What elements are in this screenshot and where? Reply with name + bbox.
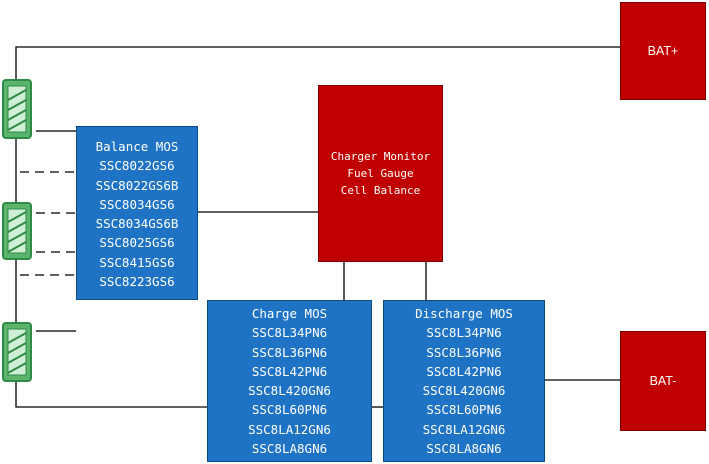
discharge-mos-part: SSC8L60PN6: [426, 402, 502, 418]
balance-mos-part: SSC8022GS6B: [95, 177, 179, 193]
controller-line: Cell Balance: [340, 184, 421, 197]
bat-plus-wire: [15, 46, 620, 80]
charge-mos-part: SSC8L34PN6: [251, 325, 328, 341]
charge-mos-box: Charge MOS SSC8L34PN6 SSC8L36PN6 SSC8L42…: [207, 300, 372, 462]
discharge-mos-part: SSC8LA8GN6: [426, 441, 502, 457]
discharge-mos-part: SSC8L420GN6: [422, 383, 506, 399]
bat-minus-label: BAT-: [649, 374, 677, 388]
controller-line: Charger Monitor: [330, 150, 431, 163]
bat-plus-terminal: BAT+: [620, 2, 706, 100]
charge-mos-title: Charge MOS: [251, 306, 328, 321]
battery-cell-icon: [2, 202, 32, 260]
charge-mos-part: SSC8LA12GN6: [248, 421, 331, 437]
charge-mos-part: SSC8L42PN6: [251, 363, 328, 379]
balance-mos-box: Balance MOS SSC8022GS6 SSC8022GS6B SSC80…: [76, 126, 198, 300]
charge-mos-part: SSC8L420GN6: [248, 383, 331, 399]
discharge-mos-part: SSC8L42PN6: [426, 363, 502, 379]
controller-box: Charger Monitor Fuel Gauge Cell Balance: [318, 85, 443, 262]
balance-mos-part: SSC8415GS6: [99, 254, 175, 270]
bat-plus-label: BAT+: [647, 44, 679, 58]
balance-mos-part: SSC8034GS6: [99, 196, 175, 212]
discharge-mos-part: SSC8L34PN6: [426, 325, 502, 341]
charge-mos-part: SSC8L60PN6: [251, 402, 328, 418]
controller-line: Fuel Gauge: [347, 167, 414, 180]
bat-minus-terminal: BAT-: [620, 331, 706, 431]
battery-cell-icon: [2, 322, 32, 382]
battery-cell-icon: [2, 79, 32, 139]
charge-mos-part: SSC8L36PN6: [251, 344, 328, 360]
charge-mos-part: SSC8LA8GN6: [251, 441, 328, 457]
discharge-mos-title: Discharge MOS: [415, 306, 513, 321]
balance-mos-title: Balance MOS: [95, 139, 179, 154]
discharge-mos-part: SSC8LA12GN6: [422, 421, 506, 437]
balance-mos-part: SSC8025GS6: [99, 235, 175, 251]
discharge-mos-box: Discharge MOS SSC8L34PN6 SSC8L36PN6 SSC8…: [383, 300, 545, 462]
cell-3-to-charge-wire: [15, 381, 207, 408]
balance-mos-part: SSC8223GS6: [99, 274, 175, 290]
balance-mos-part: SSC8034GS6B: [95, 216, 179, 232]
discharge-mos-part: SSC8L36PN6: [426, 344, 502, 360]
balance-mos-part: SSC8022GS6: [99, 158, 175, 174]
